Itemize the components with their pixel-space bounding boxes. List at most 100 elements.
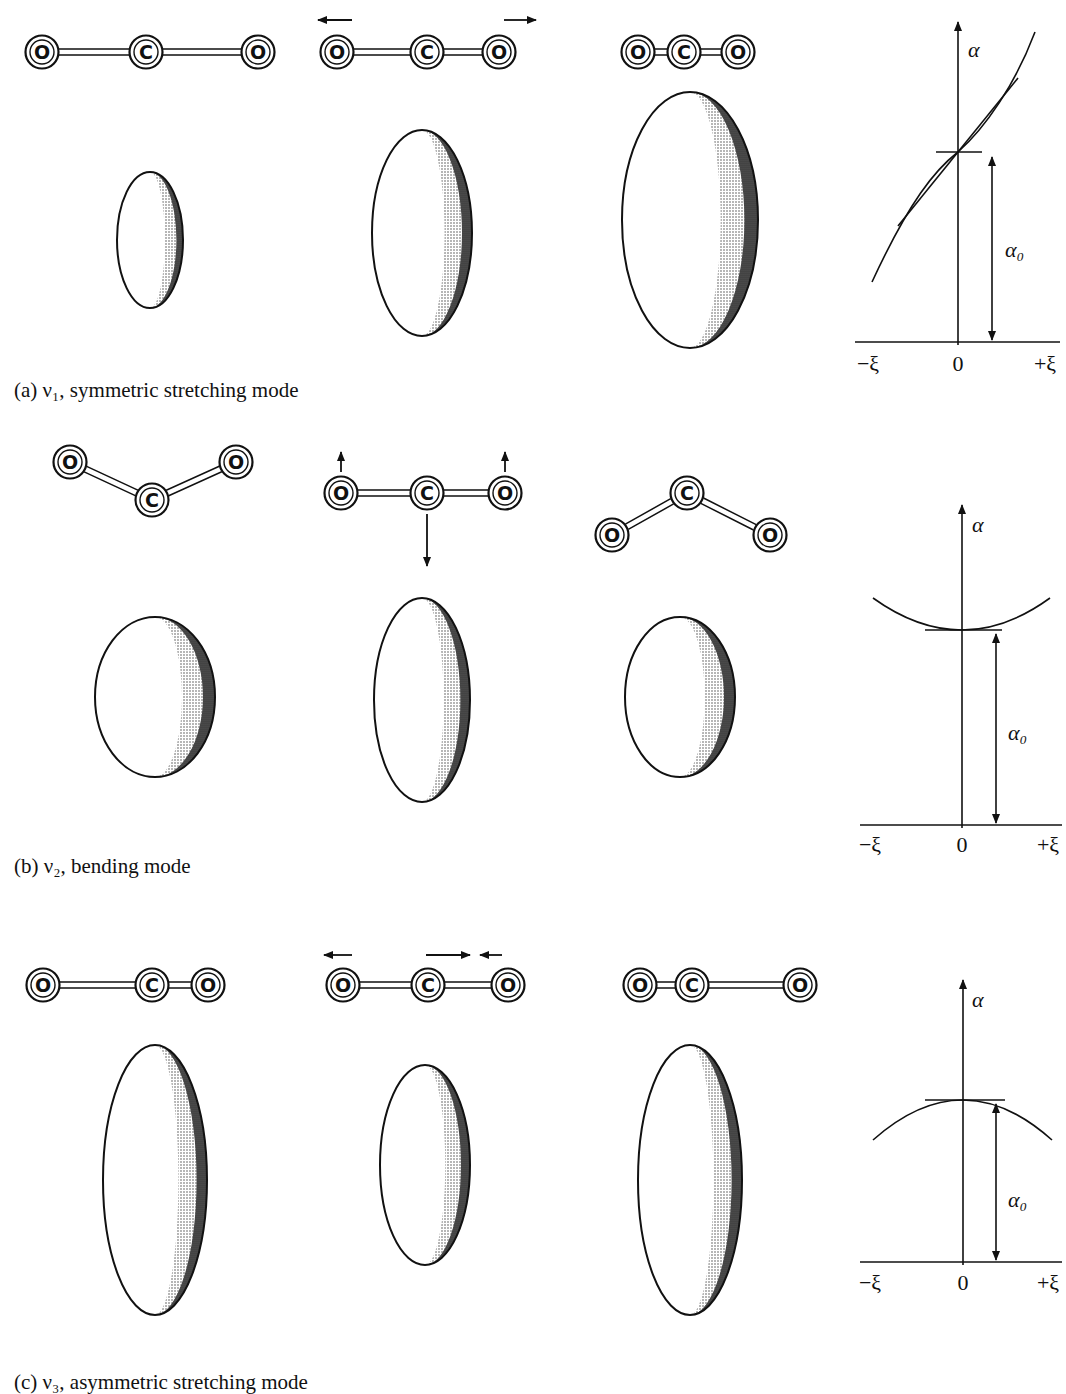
- atom-symbol: O: [319, 34, 355, 70]
- axis-label: 0: [958, 1270, 969, 1296]
- polarizability-ellipsoid: [95, 617, 215, 777]
- axis-label: −ξ: [857, 351, 879, 377]
- atom-symbol: C: [674, 967, 710, 1003]
- atom-circle: O: [752, 517, 788, 553]
- double-bond: [701, 49, 721, 55]
- atom-symbol: O: [52, 444, 88, 480]
- atom-circle: O: [24, 34, 60, 70]
- atom-circle: O: [240, 34, 276, 70]
- atom-symbol: C: [410, 967, 446, 1003]
- axis-label: α₀: [1008, 720, 1027, 746]
- double-bond: [354, 49, 410, 55]
- atom-symbol: C: [666, 34, 702, 70]
- axis-label: 0: [957, 832, 968, 858]
- double-bond: [444, 49, 482, 55]
- atom-circle: O: [622, 967, 658, 1003]
- atom-circle: C: [666, 34, 702, 70]
- double-bond: [709, 982, 783, 988]
- double-bond: [358, 490, 410, 496]
- double-bond: [360, 982, 411, 988]
- axis-label: α: [968, 37, 980, 63]
- atom-symbol: C: [128, 34, 164, 70]
- atom-symbol: O: [323, 475, 359, 511]
- double-bond: [166, 466, 221, 495]
- polarizability-ellipsoid: [622, 92, 758, 348]
- axis-label: α₀: [1005, 237, 1024, 263]
- atom-symbol: O: [218, 444, 254, 480]
- axis-label: α: [972, 512, 984, 538]
- axis-label: +ξ: [1037, 1270, 1059, 1296]
- double-bond: [701, 498, 756, 530]
- polarizability-ellipsoid: [638, 1045, 742, 1315]
- double-bond: [625, 499, 673, 530]
- polarizability-ellipsoid: [625, 617, 735, 777]
- atom-circle: O: [323, 475, 359, 511]
- atom-circle: C: [410, 967, 446, 1003]
- polarizability-ellipsoid: [374, 598, 470, 802]
- atom-symbol: O: [240, 34, 276, 70]
- atom-symbol: C: [409, 34, 445, 70]
- polarizability-ellipsoid: [117, 172, 183, 308]
- atom-circle: C: [134, 967, 170, 1003]
- atom-circle: O: [325, 967, 361, 1003]
- atom-symbol: O: [190, 967, 226, 1003]
- atom-circle: O: [218, 444, 254, 480]
- polarizability-ellipsoid: [372, 130, 472, 336]
- double-bond: [60, 982, 135, 988]
- atom-symbol: C: [409, 475, 445, 511]
- polarizability-ellipsoid: [380, 1065, 470, 1265]
- double-bond: [59, 49, 129, 55]
- caption: (a) ν₁, symmetric stretching mode: [14, 378, 298, 403]
- displacement-arrows: [318, 20, 536, 955]
- axis-label: α₀: [1008, 1187, 1027, 1213]
- polarizability-graphs: [855, 22, 1062, 1265]
- atom-circle: O: [782, 967, 818, 1003]
- double-bond: [169, 982, 191, 988]
- axis-label: −ξ: [859, 832, 881, 858]
- atom-circle: C: [674, 967, 710, 1003]
- double-bond: [445, 982, 491, 988]
- double-bond: [163, 49, 241, 55]
- axis-label: α: [972, 987, 984, 1013]
- atom-symbol: O: [622, 967, 658, 1003]
- atom-symbol: O: [24, 34, 60, 70]
- caption: (b) ν₂, bending mode: [14, 854, 191, 879]
- atom-circle: O: [720, 34, 756, 70]
- atom-circle: O: [490, 967, 526, 1003]
- atom-circle: O: [190, 967, 226, 1003]
- atom-circle: O: [481, 34, 517, 70]
- atom-symbol: O: [487, 475, 523, 511]
- atom-symbol: O: [620, 34, 656, 70]
- double-bond: [655, 49, 667, 55]
- atom-symbol: O: [490, 967, 526, 1003]
- atom-symbol: O: [752, 517, 788, 553]
- double-bond: [84, 466, 138, 495]
- atom-circle: O: [487, 475, 523, 511]
- axis-label: −ξ: [859, 1270, 881, 1296]
- atom-symbol: O: [325, 967, 361, 1003]
- atom-symbol: O: [594, 517, 630, 553]
- atom-symbol: O: [782, 967, 818, 1003]
- atom-circle: C: [669, 475, 705, 511]
- atom-circle: O: [52, 444, 88, 480]
- axis-label: 0: [953, 351, 964, 377]
- atom-circle: O: [594, 517, 630, 553]
- double-bond: [444, 490, 488, 496]
- axis-label: +ξ: [1034, 351, 1056, 377]
- caption: (c) ν₃, asymmetric stretching mode: [14, 1370, 308, 1394]
- atom-symbol: C: [134, 482, 170, 518]
- axis-label: +ξ: [1037, 832, 1059, 858]
- atom-symbol: O: [25, 967, 61, 1003]
- atom-symbol: O: [481, 34, 517, 70]
- atom-circle: O: [25, 967, 61, 1003]
- double-bond: [657, 982, 675, 988]
- atom-circle: C: [409, 34, 445, 70]
- atom-circle: O: [319, 34, 355, 70]
- atom-circle: C: [134, 482, 170, 518]
- atom-symbol: C: [669, 475, 705, 511]
- atom-circle: O: [620, 34, 656, 70]
- atom-circle: C: [128, 34, 164, 70]
- atom-symbol: O: [720, 34, 756, 70]
